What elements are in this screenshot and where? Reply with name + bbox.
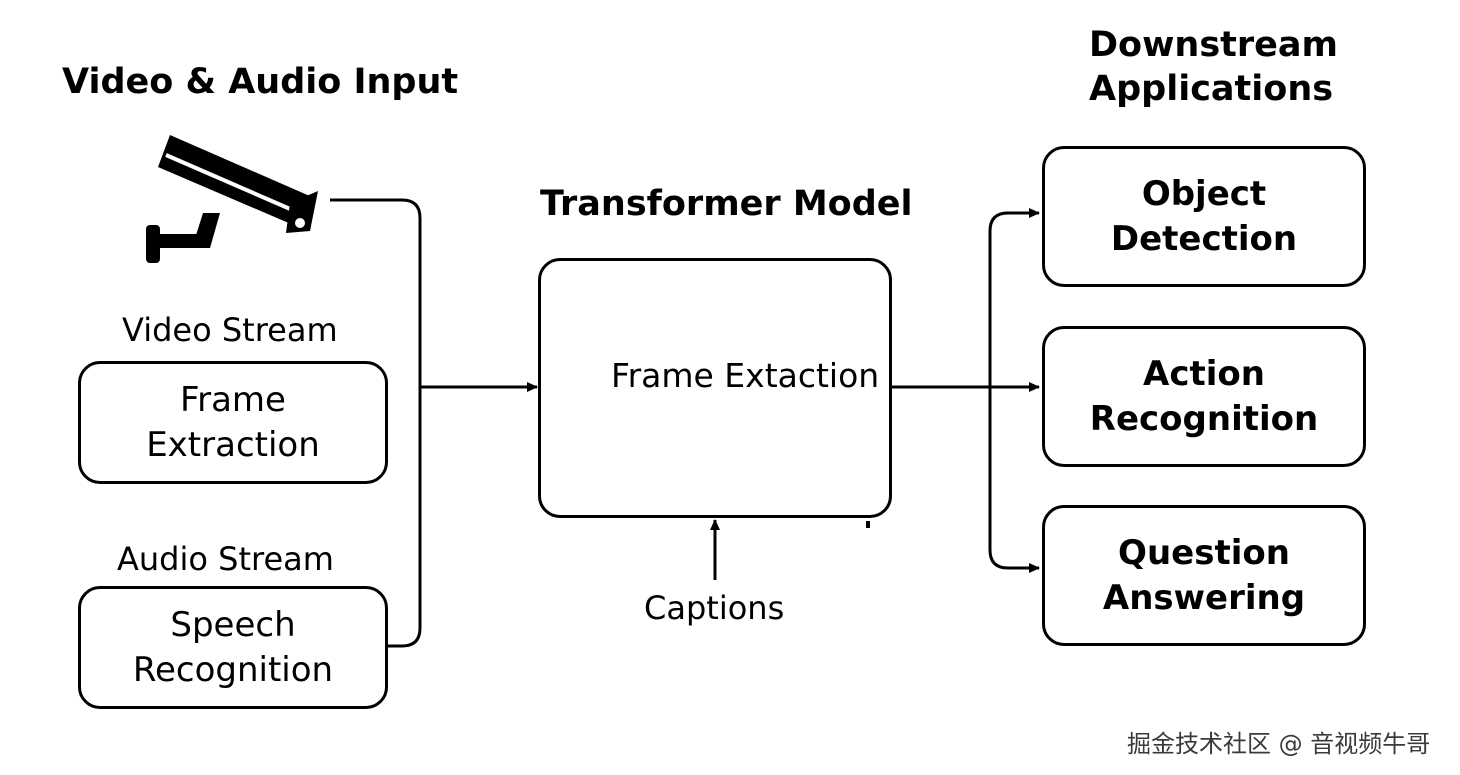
model-section-title: Transformer Model	[540, 184, 913, 224]
security-camera-icon	[140, 133, 320, 268]
object-detection-line-1: Object	[1141, 173, 1267, 214]
speech-recognition-line-2: Recognition	[132, 649, 334, 690]
output-title-line-2: Applications	[1089, 69, 1334, 109]
audio-stream-label: Audio Stream	[117, 540, 334, 578]
action-recognition-line-2: Recognition	[1089, 398, 1319, 439]
object-detection-box: Object Detection	[1042, 146, 1366, 287]
watermark-text: 掘金技术社区 @ 音视频牛哥	[1127, 730, 1431, 758]
transformer-box-text: Frame Extaction	[611, 356, 880, 395]
stray-dot	[866, 521, 870, 528]
question-answering-box: Question Answering	[1042, 505, 1366, 646]
question-answering-line-2: Answering	[1102, 577, 1306, 618]
output-branch-line	[988, 211, 1037, 570]
frame-extraction-box: Frame Extraction	[78, 361, 388, 484]
input-bracket-line	[330, 198, 422, 648]
object-detection-line-2: Detection	[1110, 218, 1298, 259]
transformer-model-box: Frame Extaction	[538, 258, 892, 518]
question-answering-line-1: Question	[1118, 532, 1290, 573]
captions-label: Captions	[644, 589, 785, 627]
input-section-title: Video & Audio Input	[62, 62, 459, 102]
speech-recognition-line-1: Speech	[170, 604, 296, 645]
output-section-title: Downstream Applications	[1089, 23, 1338, 111]
action-recognition-box: Action Recognition	[1042, 326, 1366, 467]
frame-extraction-line-2: Extraction	[146, 424, 320, 465]
output-title-line-1: Downstream	[1089, 25, 1338, 65]
speech-recognition-box: Speech Recognition	[78, 586, 388, 709]
action-recognition-line-1: Action	[1143, 353, 1265, 394]
video-stream-label: Video Stream	[122, 311, 338, 349]
frame-extraction-line-1: Frame	[180, 379, 286, 420]
